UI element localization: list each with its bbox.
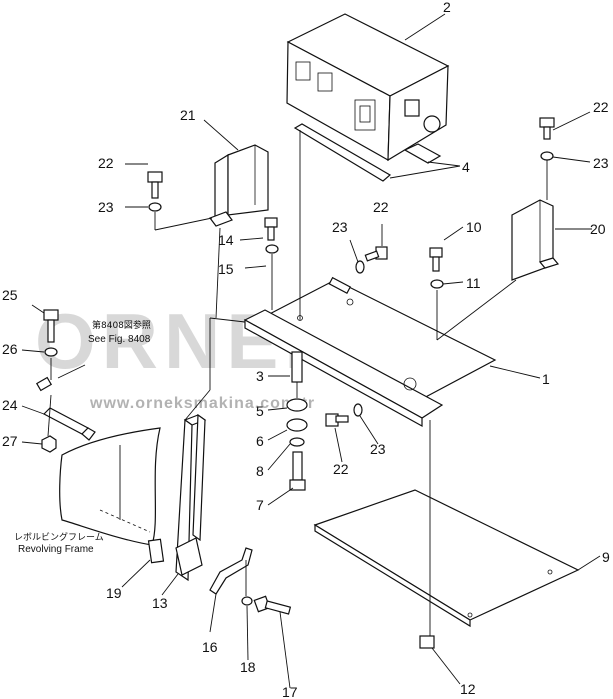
label-part-22-right: 22 xyxy=(593,99,609,115)
bolt-10 xyxy=(429,247,443,272)
bolt-22-left xyxy=(147,171,163,199)
label-part-13: 13 xyxy=(152,595,168,611)
spacer xyxy=(291,351,303,383)
label-part-14: 14 xyxy=(218,232,234,248)
support-plate xyxy=(243,276,497,428)
washer-23-middle xyxy=(355,260,365,274)
stay xyxy=(209,547,253,595)
label-part-7: 7 xyxy=(256,497,264,513)
bolt-25 xyxy=(43,309,59,343)
label-part-24: 24 xyxy=(2,397,18,413)
label-part-16: 16 xyxy=(202,639,218,655)
frame-note-jp: レボルビングフレーム xyxy=(14,531,104,543)
cushion-lower xyxy=(286,418,308,432)
label-part-22-middle: 22 xyxy=(373,199,389,215)
washer-23-lower xyxy=(353,403,363,417)
cushion xyxy=(286,398,308,412)
label-part-23-right: 23 xyxy=(593,155,609,171)
bolt-22-lower xyxy=(325,413,349,427)
revolving-frame xyxy=(59,427,161,546)
vertical-bracket xyxy=(175,413,207,582)
bolt-14 xyxy=(264,217,278,241)
washer-26 xyxy=(44,347,58,357)
label-part-23-middle: 23 xyxy=(332,219,348,235)
washer-23-right xyxy=(540,151,554,161)
label-part-22-lower: 22 xyxy=(333,461,349,477)
label-part-8: 8 xyxy=(256,463,264,479)
bolt-22-middle xyxy=(364,246,388,262)
washer-8 xyxy=(289,437,305,447)
see-fig-note-en: See Fig. 8408 xyxy=(88,334,151,345)
washer-11 xyxy=(430,279,444,289)
clamp xyxy=(35,376,53,392)
small-plate xyxy=(147,538,165,564)
base-plate xyxy=(313,489,580,628)
box-bracket-strip xyxy=(293,123,442,182)
label-part-25: 25 xyxy=(2,287,18,303)
assembly-lines xyxy=(47,130,548,636)
left-bracket xyxy=(209,144,269,227)
label-part-23-lower: 23 xyxy=(370,441,386,457)
label-part-19: 19 xyxy=(106,585,122,601)
label-part-26: 26 xyxy=(2,341,18,357)
strap xyxy=(42,407,96,441)
watermark-url: www.orneksmakina.com.tr xyxy=(89,395,315,412)
label-part-20: 20 xyxy=(590,221,606,237)
washer-23-left xyxy=(148,202,162,212)
label-part-4: 4 xyxy=(462,159,470,175)
electrical-box xyxy=(286,13,450,162)
label-part-10: 10 xyxy=(466,219,482,235)
label-part-22-left: 22 xyxy=(98,155,114,171)
label-part-6: 6 xyxy=(256,433,264,449)
nut-12 xyxy=(419,635,435,649)
frame-note-en: Revolving Frame xyxy=(18,544,94,555)
label-part-23-left: 23 xyxy=(98,199,114,215)
see-fig-note-jp: 第8408図参照 xyxy=(92,319,151,331)
washer-15 xyxy=(265,244,279,254)
label-part-3: 3 xyxy=(256,368,264,384)
leader-lines xyxy=(21,13,601,689)
bolt-17 xyxy=(253,595,292,615)
label-part-11: 11 xyxy=(466,275,481,291)
bolt-22-right xyxy=(539,117,555,140)
label-part-17: 17 xyxy=(282,684,298,699)
label-part-9: 9 xyxy=(602,549,610,565)
label-part-15: 15 xyxy=(218,261,234,277)
fasteners xyxy=(35,117,555,649)
washer-18 xyxy=(241,596,253,606)
label-part-21: 21 xyxy=(180,107,196,123)
label-part-1: 1 xyxy=(542,371,550,387)
right-bracket xyxy=(511,199,560,281)
label-part-5: 5 xyxy=(256,403,264,419)
label-part-12: 12 xyxy=(460,681,476,697)
label-part-2: 2 xyxy=(443,0,451,15)
nut-27 xyxy=(41,435,57,453)
label-part-18: 18 xyxy=(240,659,256,675)
label-part-27: 27 xyxy=(2,433,18,449)
bolt-7 xyxy=(289,451,306,491)
